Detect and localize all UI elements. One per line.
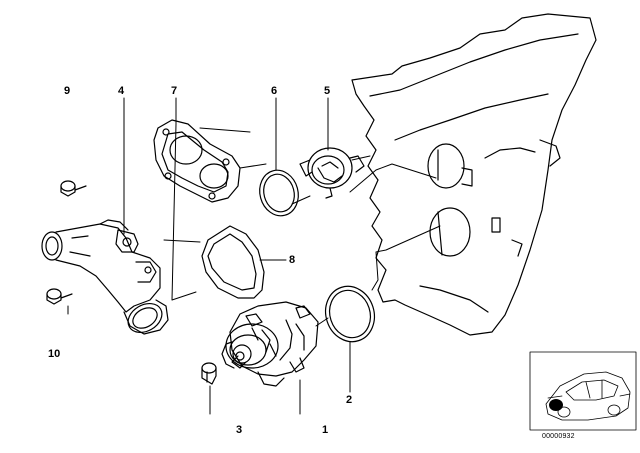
bolt [60, 180, 87, 197]
callout-2: 2 [346, 394, 353, 406]
thermostat-housing [41, 219, 169, 335]
callout-8: 8 [289, 254, 296, 266]
callout-4: 4 [118, 85, 125, 97]
pump-bolt [201, 362, 217, 385]
car-location-inset [529, 351, 637, 431]
water-pump [221, 301, 319, 387]
pump-o-ring [324, 285, 376, 343]
diagram-code: 00000932 [542, 433, 575, 440]
callout-9: 9 [64, 85, 71, 97]
callout-1: 1 [322, 424, 329, 436]
engine-block-outline [351, 13, 597, 336]
pipe-gasket [201, 225, 265, 299]
callout-7: 7 [171, 85, 178, 97]
callout-3: 3 [236, 424, 243, 436]
callout-10: 10 [48, 348, 61, 360]
leader-lines [67, 97, 441, 415]
callout-6: 6 [271, 85, 278, 97]
thermostat-o-ring [259, 169, 299, 217]
thermostat [299, 147, 365, 199]
callout-5: 5 [324, 85, 331, 97]
location-marker [549, 399, 563, 411]
housing-gasket [153, 119, 241, 203]
bolt [46, 288, 73, 305]
